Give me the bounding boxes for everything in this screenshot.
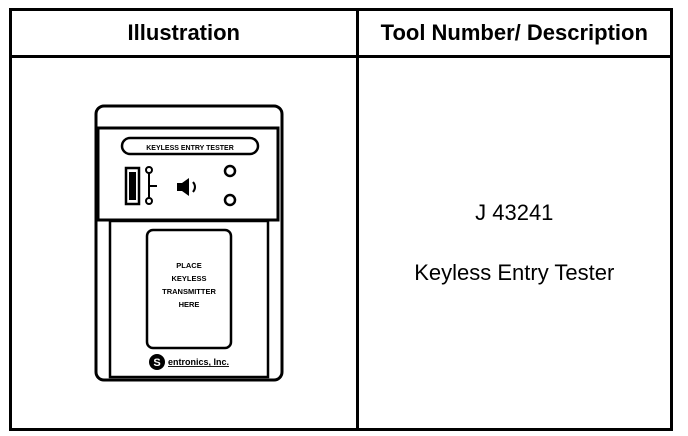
illustration-cell: KEYLESS ENTRY TESTER: [9, 55, 359, 431]
tool-description-header: Tool Number/ Description: [355, 8, 674, 58]
tool-number: J 43241: [475, 200, 554, 225]
brand-logo-letter: S: [153, 357, 160, 369]
switch-icon: [145, 166, 157, 205]
indicator-light-icon: [223, 193, 237, 207]
keyless-entry-tester-drawing: KEYLESS ENTRY TESTER: [94, 104, 284, 382]
header-row: Illustration Tool Number/ Description: [9, 8, 674, 58]
brand-text: entronics, Inc.: [168, 357, 229, 367]
battery-slot-icon: [124, 166, 141, 206]
instruction-line: KEYLESS: [171, 274, 206, 283]
tool-description: Keyless Entry Tester: [414, 260, 615, 285]
indicator-light-icon: [223, 164, 237, 178]
instruction-line: TRANSMITTER: [162, 287, 216, 296]
instruction-line: PLACE: [176, 261, 201, 270]
brand-logo-icon: S: [149, 354, 165, 370]
table-row: KEYLESS ENTRY TESTER: [9, 55, 674, 431]
illustration-header: Illustration: [9, 8, 359, 58]
device-outline: [94, 104, 284, 382]
tool-description-cell: J 43241 Keyless Entry Tester: [355, 55, 674, 431]
tester-illustration: KEYLESS ENTRY TESTER: [12, 58, 356, 428]
instruction-line: HERE: [179, 300, 200, 309]
lower-panel: [108, 219, 270, 379]
speaker-icon: [177, 178, 196, 196]
device-label-text: KEYLESS ENTRY TESTER: [146, 145, 234, 152]
device-label-pill: [120, 136, 260, 156]
tool-table: Illustration Tool Number/ Description KE…: [9, 8, 674, 431]
transmitter-pocket: [145, 228, 233, 350]
